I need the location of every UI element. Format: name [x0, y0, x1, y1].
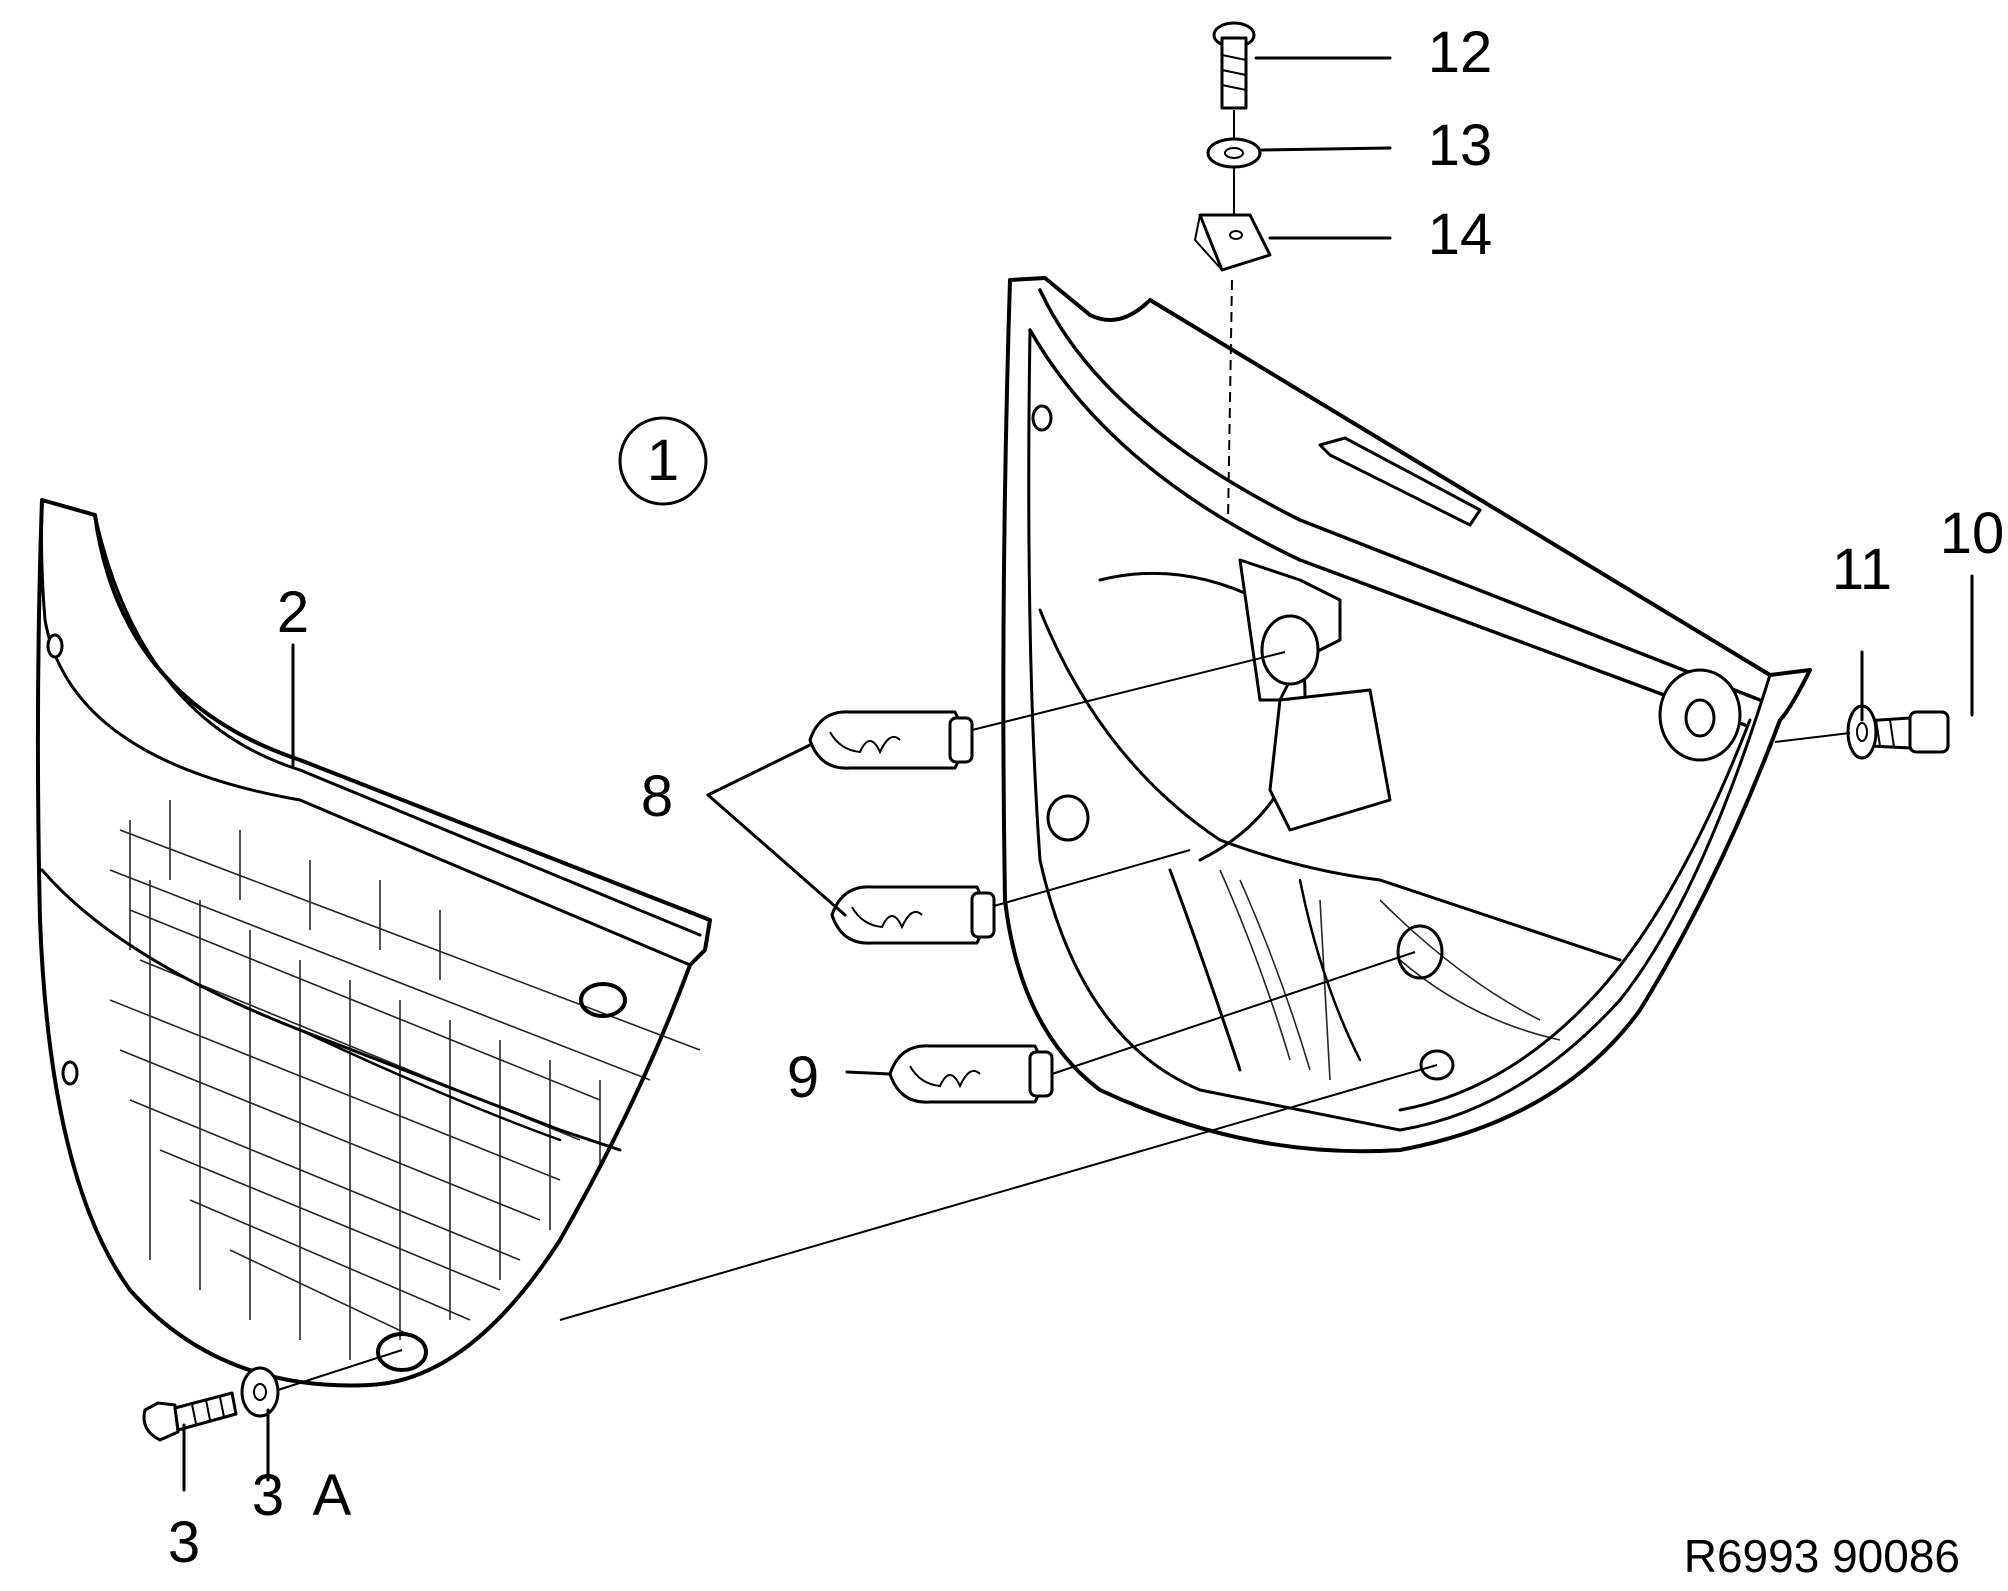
callout-lens-screw: 3 — [168, 1510, 200, 1575]
leader-lines — [182, 56, 1974, 1492]
callout-lens-washer-number: 3 — [252, 1463, 284, 1528]
callout-bulbs-upper: 8 — [641, 764, 673, 829]
bulb-upper-b — [830, 885, 996, 945]
bulb-upper-a — [808, 710, 974, 770]
callout-lens: 2 — [277, 580, 309, 645]
lens-washer — [240, 1366, 280, 1418]
callout-top-washer: 13 — [1428, 113, 1493, 178]
callout-assembly: 1 — [647, 428, 679, 493]
lens-screw — [142, 1391, 238, 1442]
callout-housing-washer: 11 — [1832, 537, 1892, 602]
lens-cover — [35, 498, 712, 1388]
top-screw — [1212, 21, 1256, 110]
assembly-callout-circle — [618, 416, 708, 506]
top-clip — [1193, 213, 1272, 272]
reference-code: R6993 90086 — [1684, 1530, 1960, 1582]
lamp-housing — [1001, 276, 1812, 1154]
projection-lines — [277, 110, 1851, 1391]
callout-housing-screw: 10 — [1940, 501, 2005, 566]
callout-bulb-lower: 9 — [787, 1045, 819, 1110]
bulb-lower — [888, 1044, 1054, 1104]
callout-top-clip: 14 — [1428, 202, 1493, 267]
top-washer — [1206, 137, 1262, 169]
callout-top-screw: 12 — [1428, 20, 1493, 85]
callout-lens-washer-letter: A — [313, 1463, 352, 1528]
